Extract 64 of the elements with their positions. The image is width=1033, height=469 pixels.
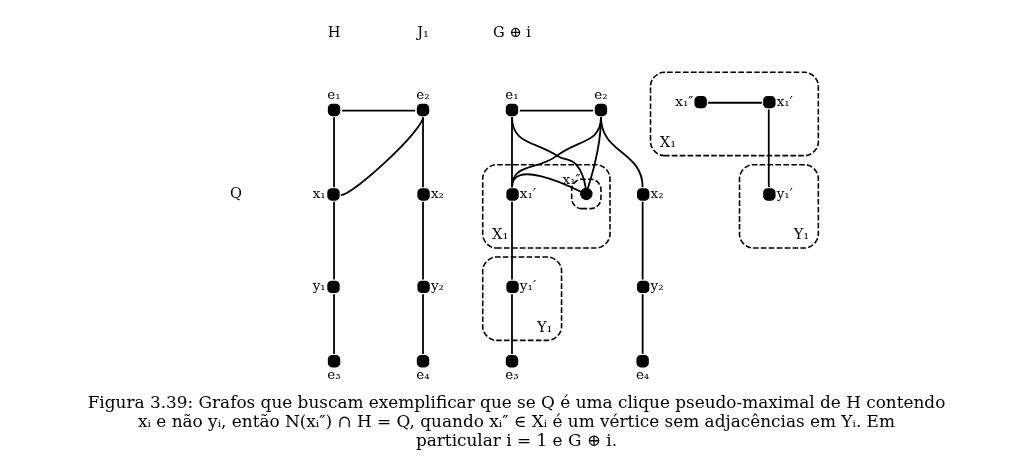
node-label: y₁ — [312, 277, 326, 294]
node-label: x₁ — [312, 185, 326, 202]
node-circle — [416, 103, 430, 117]
node-circle — [417, 280, 430, 294]
node-circle — [637, 188, 650, 201]
node-label: e₃ — [327, 366, 341, 383]
connector — [767, 108, 770, 189]
node-label: e₂ — [416, 85, 430, 102]
node-circle — [327, 103, 341, 117]
label: J₁ — [417, 22, 429, 40]
node-circle — [763, 188, 776, 201]
node-circle — [327, 355, 341, 368]
connector — [333, 200, 335, 281]
node-label: x₁″ — [675, 92, 694, 109]
node-circle — [694, 95, 707, 109]
node-circle — [505, 103, 519, 117]
connector — [341, 109, 417, 112]
connector — [333, 293, 335, 355]
node-circle — [506, 280, 519, 294]
label: H — [327, 22, 341, 40]
connector — [511, 293, 513, 355]
node-circle — [327, 188, 340, 201]
label: G ⊕ i — [493, 22, 531, 40]
connector — [422, 116, 424, 189]
connector — [511, 116, 602, 189]
node-circle — [637, 280, 650, 294]
caption: Figura 3.39: Grafos que buscam exemplificar que se Q é uma clique pseudo-maximal de H contendo xᵢ e não yᵢ, então N(xᵢ″) ∩ H = Q, quando xᵢ″ ∈ Xᵢ é um vértice sem adjacências em Yᵢ. Em particular i = 1 e G ⊕ i. — [87, 391, 946, 451]
connector — [339, 116, 424, 196]
node-circle — [417, 188, 430, 201]
node-label: e₄ — [635, 366, 650, 383]
node-label: y₂ — [650, 277, 664, 294]
node-label: x₂ — [650, 185, 664, 202]
connector — [511, 173, 582, 193]
node-circle — [636, 355, 649, 368]
connector — [511, 116, 587, 190]
node-circle — [594, 103, 608, 117]
node-label: x₁′ — [519, 185, 536, 202]
node-label: y₁′ — [776, 185, 793, 202]
node-label: e₁ — [327, 85, 341, 102]
node-circle — [505, 355, 519, 368]
connector — [519, 109, 594, 112]
connector — [511, 200, 513, 281]
node-circle — [327, 280, 340, 294]
node-circle — [506, 188, 519, 201]
node-label: e₁ — [505, 85, 519, 102]
node-label: e₂ — [594, 85, 608, 102]
connector — [707, 101, 763, 104]
connector — [600, 116, 644, 189]
node-label: e₃ — [505, 366, 519, 383]
node-label: x₁″ — [562, 171, 581, 188]
node-circle — [763, 95, 776, 109]
node-label: y₁′ — [519, 277, 536, 294]
node-label: e₄ — [416, 366, 430, 383]
node-label: y₂ — [430, 277, 444, 294]
node-label: x₂ — [430, 185, 444, 202]
connector — [422, 293, 424, 355]
node-label: x₁′ — [776, 92, 793, 109]
connector — [641, 293, 644, 355]
connector — [333, 116, 335, 189]
connector — [422, 200, 424, 281]
connector — [641, 200, 644, 281]
node-circle — [580, 187, 593, 201]
label: Q — [230, 183, 243, 201]
node-circle — [416, 355, 430, 368]
